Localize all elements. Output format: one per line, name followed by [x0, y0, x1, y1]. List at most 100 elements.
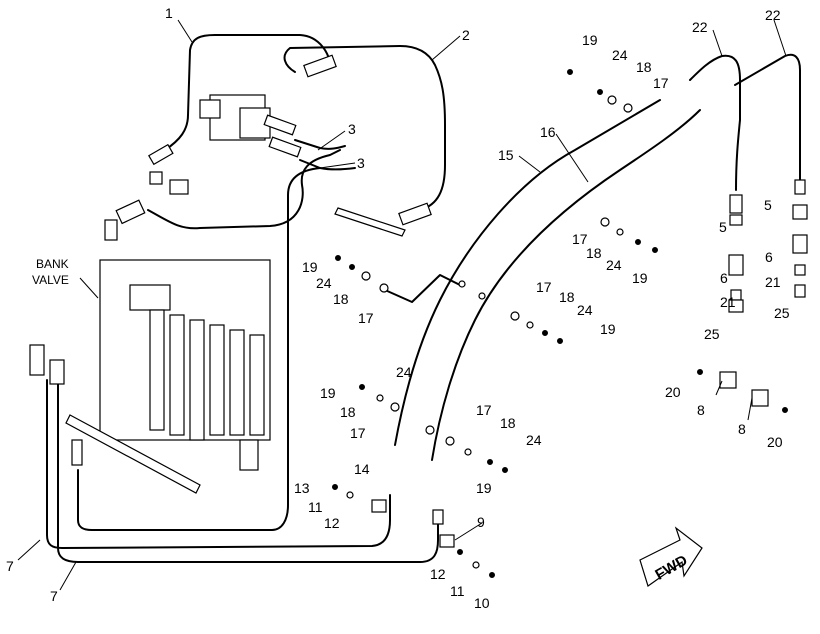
hose-7-outer [46, 379, 391, 549]
hose-3a [294, 139, 346, 150]
callout-20b: 20 [767, 434, 783, 450]
small-parts [371, 371, 769, 548]
fitting-right-top-left [729, 194, 743, 214]
forward-arrow: FWD [639, 526, 703, 587]
callout-2: 2 [462, 27, 470, 43]
fitting-3b [268, 136, 302, 158]
callout-3a: 3 [348, 121, 356, 137]
callout-25b: 25 [774, 305, 790, 321]
hose-7-lower [57, 377, 439, 563]
callout-22a: 22 [692, 19, 708, 35]
callout-18c: 18 [333, 291, 349, 307]
callout-24c: 24 [316, 275, 332, 291]
callout-24a: 24 [612, 47, 628, 63]
callout-24e: 24 [396, 364, 412, 380]
hose-lines [46, 34, 801, 563]
fitting-3a [263, 114, 297, 136]
callout-21a: 21 [720, 294, 736, 310]
callouts: 1 2 3 3 19 24 18 17 22 22 15 16 5 5 6 6 … [6, 5, 790, 611]
callout-17a: 17 [653, 75, 669, 91]
callout-19f: 19 [476, 480, 492, 496]
clip-strip [334, 207, 406, 237]
valve-left-fitting-2 [49, 359, 65, 385]
callout-6a: 6 [765, 249, 773, 265]
tee-fitting [104, 219, 118, 241]
bank-valve-label-line2: VALVE [32, 273, 69, 287]
hose-2 [283, 45, 446, 219]
clip-bar [65, 414, 201, 494]
callout-5b: 5 [764, 197, 772, 213]
callout-15: 15 [498, 147, 514, 163]
callout-7b: 7 [50, 588, 58, 604]
callout-18a: 18 [636, 59, 652, 75]
hose-short [384, 274, 461, 303]
callout-19b: 19 [632, 270, 648, 286]
callout-9: 9 [477, 514, 485, 530]
callout-7a: 7 [6, 558, 14, 574]
callout-8b: 8 [738, 421, 746, 437]
valve-bottom-fitting [71, 439, 83, 466]
callout-8a: 8 [697, 402, 705, 418]
elbow-fitting [115, 199, 146, 225]
callout-13: 13 [294, 480, 310, 496]
fitting-top-1 [303, 54, 337, 78]
callout-17e: 17 [350, 425, 366, 441]
callout-6b: 6 [720, 270, 728, 286]
fitting-left-1 [148, 143, 174, 166]
valve-top-block [129, 284, 171, 311]
hardware-dots [332, 69, 788, 578]
callout-16: 16 [540, 124, 556, 140]
callout-17b: 17 [572, 231, 588, 247]
bracket-8a [719, 371, 737, 389]
callout-18b: 18 [586, 245, 602, 261]
callout-19d: 19 [600, 321, 616, 337]
callout-3b: 3 [357, 155, 365, 171]
hose-22-left [689, 54, 741, 191]
part-9 [439, 534, 455, 548]
hose-22-right [734, 53, 801, 181]
fitting-block [169, 179, 189, 195]
callout-24d: 24 [577, 302, 593, 318]
bank-valve-label-line1: BANK [36, 257, 69, 271]
fitting-2-end [398, 202, 432, 226]
callout-11b: 11 [450, 583, 465, 599]
solenoid-cap [199, 99, 221, 119]
callout-20a: 20 [665, 384, 681, 400]
hose-1-upper [164, 34, 331, 151]
callout-18e: 18 [340, 404, 356, 420]
callout-21b: 21 [765, 274, 781, 290]
callout-19e: 19 [320, 385, 336, 401]
callout-22b: 22 [765, 7, 781, 23]
valve-spools [149, 309, 265, 471]
callout-12b: 12 [430, 566, 446, 582]
callout-18f: 18 [500, 415, 516, 431]
fittings [104, 54, 432, 241]
fitting-left-2 [149, 171, 163, 185]
cap-fitting [432, 509, 444, 525]
callout-17c: 17 [358, 310, 374, 326]
callout-24b: 24 [606, 257, 622, 273]
part-14 [371, 499, 387, 513]
callout-5a: 5 [719, 219, 727, 235]
callout-10: 10 [474, 595, 490, 611]
hose-15 [394, 99, 661, 446]
callout-12a: 12 [324, 515, 340, 531]
right-fittings [728, 179, 808, 313]
callout-17f: 17 [476, 402, 492, 418]
callout-11a: 11 [308, 499, 323, 515]
callout-19a: 19 [582, 32, 598, 48]
callout-19c: 19 [302, 259, 318, 275]
hose-7-inner [77, 167, 321, 531]
callout-1: 1 [165, 5, 173, 21]
callout-25a: 25 [704, 326, 720, 342]
callout-18d: 18 [559, 289, 575, 305]
hose-16 [431, 109, 701, 461]
callout-14: 14 [354, 461, 370, 477]
bank-valve [29, 259, 271, 494]
leader-lines [17, 19, 787, 591]
bracket-8b [751, 389, 769, 407]
callout-24f: 24 [526, 432, 542, 448]
valve-left-fitting-1 [29, 344, 45, 376]
